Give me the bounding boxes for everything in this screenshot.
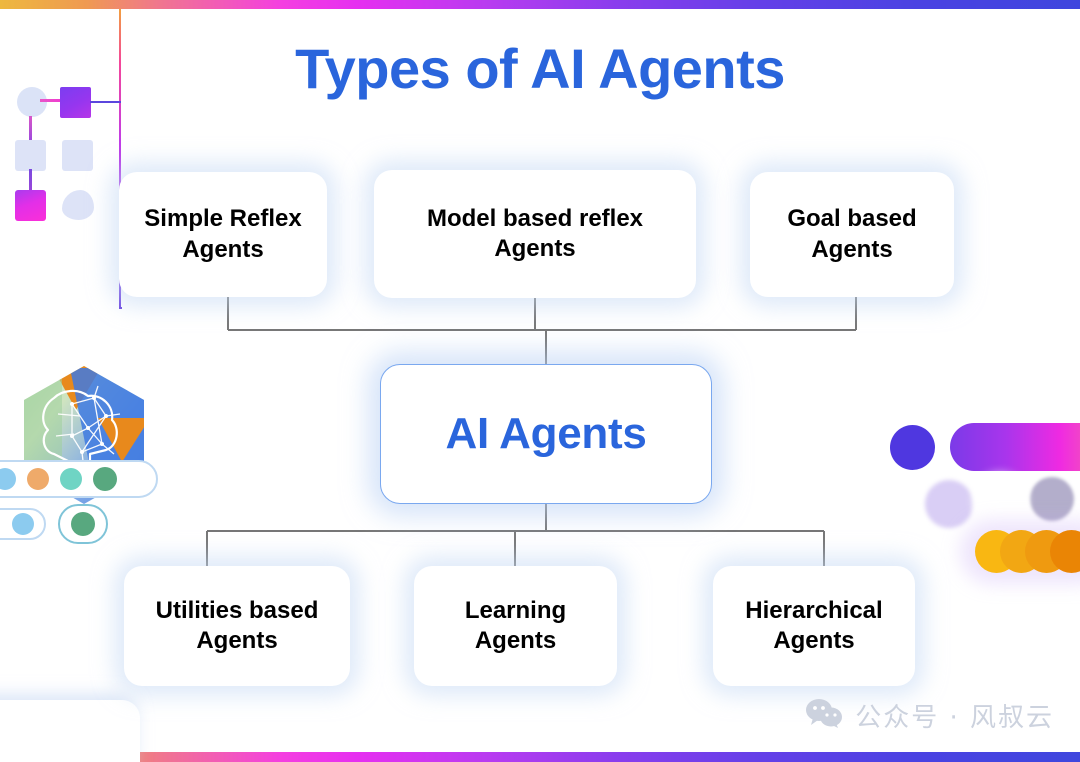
- node-label: Goal based Agents: [775, 204, 928, 264]
- watermark-text: 公众号 · 风叔云: [855, 703, 1054, 733]
- node-label: Learning Agents: [453, 596, 578, 656]
- node-label: Utilities based Agents: [144, 596, 331, 656]
- wechat-icon: [805, 698, 843, 733]
- page-title: Types of AI Agents: [295, 37, 785, 100]
- node-hierarchical-agents[interactable]: Hierarchical Agents: [713, 566, 915, 686]
- node-label: AI Agents: [445, 409, 647, 459]
- node-label-line-2: Agents: [474, 627, 557, 654]
- node-ai-agents-center[interactable]: AI Agents: [380, 364, 712, 504]
- node-label: Simple Reflex Agents: [132, 204, 313, 264]
- node-model-based-reflex-agents[interactable]: Model based reflex Agents: [374, 170, 696, 298]
- node-label-line-1: Learning: [464, 596, 567, 624]
- node-label-line-2: Agents: [196, 627, 278, 654]
- node-simple-reflex-agents[interactable]: Simple Reflex Agents: [119, 172, 327, 297]
- watermark: 公众号 · 风叔云: [805, 697, 1054, 734]
- node-label: Model based reflex Agents: [415, 204, 655, 264]
- node-utilities-based-agents[interactable]: Utilities based Agents: [124, 566, 350, 686]
- node-label-line-1: Utilities based: [155, 596, 319, 624]
- node-label-line-2: Agents: [494, 235, 576, 262]
- node-label-line-1: Hierarchical: [745, 596, 883, 624]
- node-label-line-2: Agents: [182, 235, 264, 263]
- node-label-line-1: Simple Reflex: [144, 205, 302, 233]
- node-label-line-2: Agents: [773, 627, 855, 654]
- node-learning-agents[interactable]: Learning Agents: [414, 566, 617, 686]
- node-label-line-1: Model based reflex: [426, 204, 644, 232]
- node-label: Hierarchical Agents: [733, 596, 894, 656]
- node-label-line-1: Goal based: [787, 205, 917, 233]
- node-goal-based-agents[interactable]: Goal based Agents: [750, 172, 954, 297]
- node-label-line-2: Agents: [811, 235, 893, 263]
